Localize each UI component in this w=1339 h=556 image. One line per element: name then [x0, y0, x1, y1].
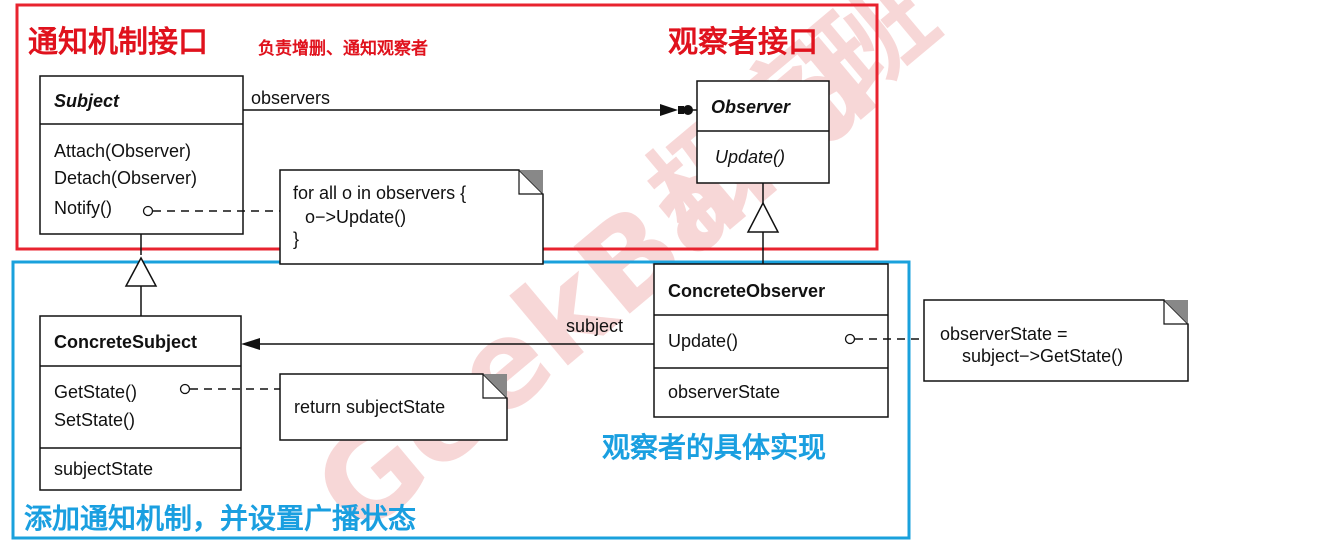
- concrete-subject-attr-subjectstate: subjectState: [54, 459, 153, 479]
- update-note-link: [844, 333, 924, 345]
- concrete-observer-class-name: ConcreteObserver: [668, 281, 825, 301]
- update-note: observerState = subject−>GetState(): [923, 299, 1189, 382]
- getstate-note-line-1: return subjectState: [294, 397, 445, 417]
- observers-role-label: observers: [251, 88, 330, 108]
- subject-class-name: Subject: [54, 91, 120, 111]
- concrete-subject-method-setstate: SetState(): [54, 410, 135, 430]
- subject-class: Subject Attach(Observer) Detach(Observer…: [39, 75, 244, 235]
- observer-class-name: Observer: [711, 97, 791, 117]
- concrete-observer-attr-observerstate: observerState: [668, 382, 780, 402]
- observers-association: observers: [243, 88, 697, 116]
- update-note-line-1: observerState =: [940, 324, 1068, 344]
- subject-method-notify: Notify(): [54, 198, 112, 218]
- interface-title: 通知机制接口: [28, 25, 208, 60]
- subject-association: subject: [241, 316, 654, 350]
- observer-interface-title: 观察者接口: [668, 25, 818, 60]
- notify-note: for all o in observers { o−>Update() }: [279, 169, 544, 265]
- update-note-line-2: subject−>GetState(): [962, 346, 1123, 366]
- notify-note-link: [142, 205, 280, 217]
- observer-generalization: [746, 183, 780, 264]
- subject-generalization: [124, 234, 158, 316]
- interface-subtitle: 负责增删、通知观察者: [258, 38, 428, 59]
- notify-note-line-3: }: [293, 229, 299, 249]
- subject-role-label: subject: [566, 316, 623, 336]
- concrete-subject-class: ConcreteSubject GetState() SetState() su…: [39, 315, 242, 491]
- getstate-note: return subjectState: [279, 373, 508, 441]
- getstate-note-link: [179, 383, 280, 395]
- concrete-subject-class-name: ConcreteSubject: [54, 332, 197, 352]
- concrete-observer-label: 观察者的具体实现: [602, 431, 826, 464]
- subject-method-detach: Detach(Observer): [54, 168, 197, 188]
- concrete-subject-method-getstate: GetState(): [54, 382, 137, 402]
- concrete-subject-label: 添加通知机制，并设置广播状态: [24, 502, 416, 535]
- subject-method-attach: Attach(Observer): [54, 141, 191, 161]
- notify-note-line-2: o−>Update(): [305, 207, 406, 227]
- notify-note-line-1: for all o in observers {: [293, 183, 466, 203]
- concrete-observer-method-update: Update(): [668, 331, 738, 351]
- observer-class: Observer Update(): [696, 80, 830, 184]
- observer-method-update: Update(): [715, 147, 785, 167]
